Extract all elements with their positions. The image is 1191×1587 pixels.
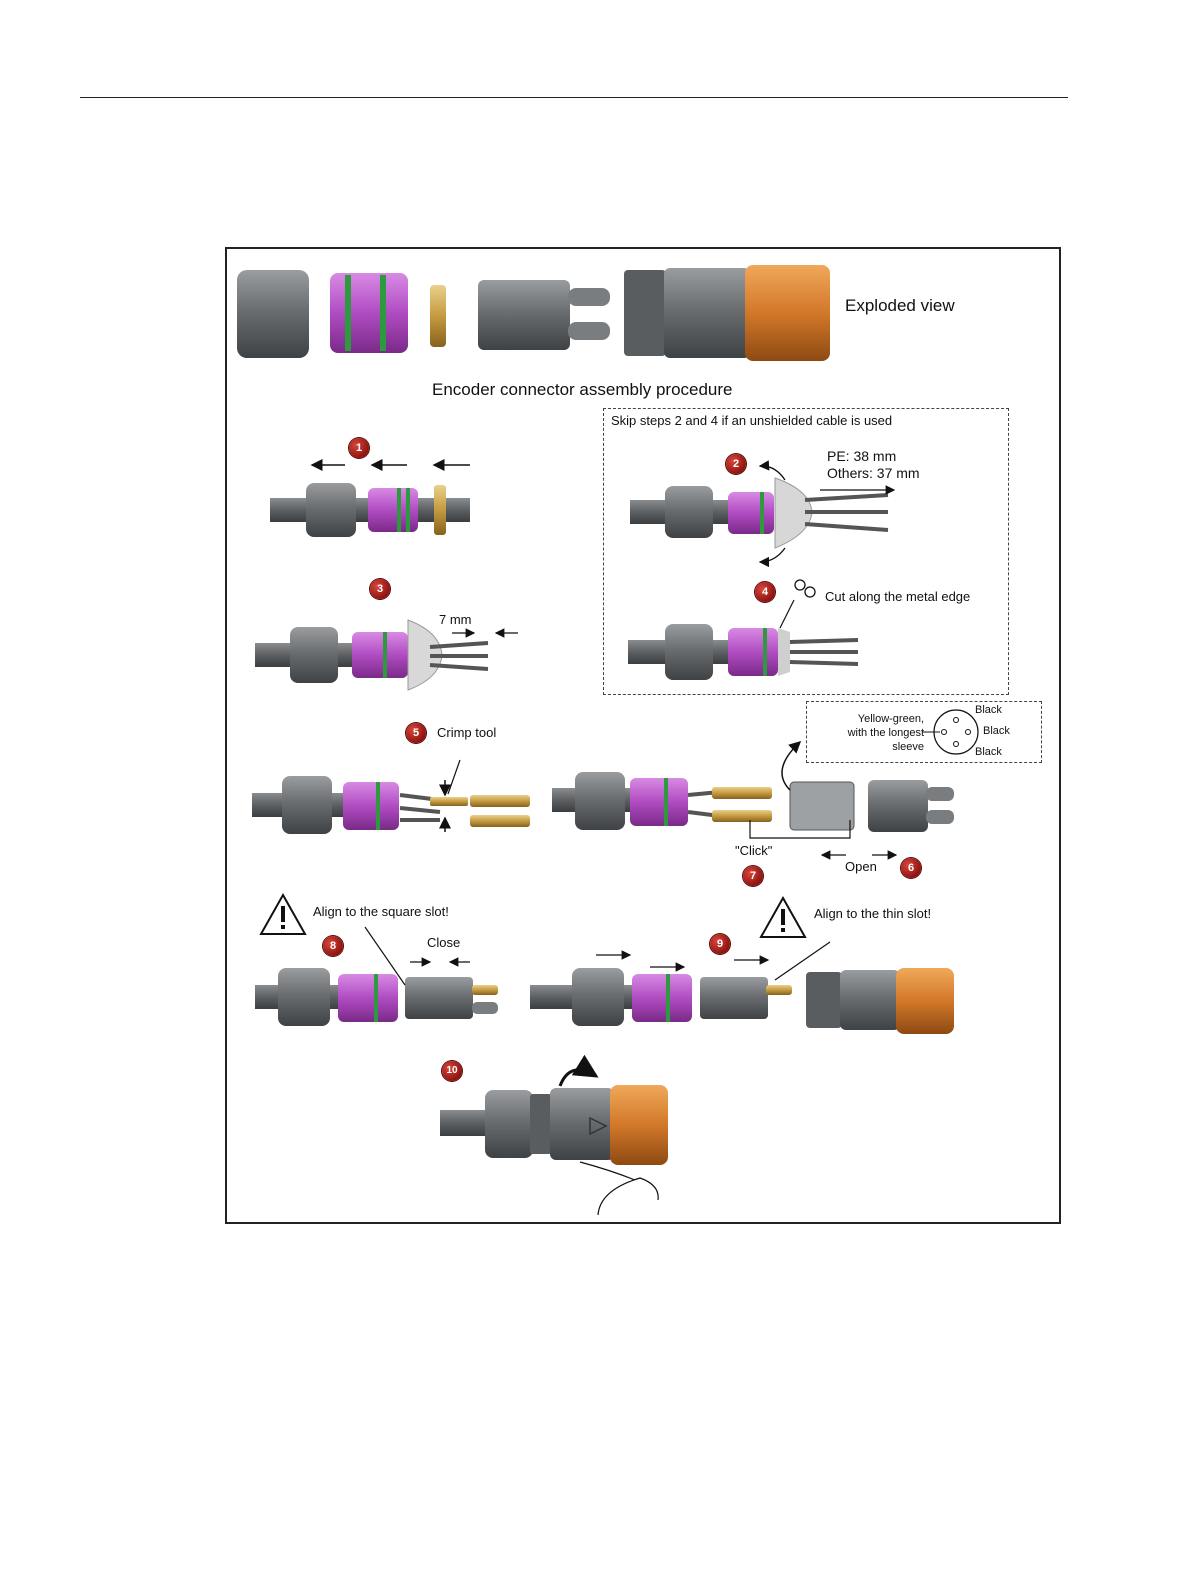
step8-drawing	[255, 926, 498, 1026]
pin-b-label: Black	[983, 725, 1010, 737]
step-badge-5: 5	[406, 723, 426, 743]
skip-note: Skip steps 2 and 4 if an unshielded cabl…	[611, 413, 893, 428]
step-badge-2: 2	[726, 454, 746, 474]
pin-ground-line-2: with the longest	[847, 727, 924, 739]
step4-drawing	[628, 579, 859, 680]
step1-drawing	[270, 459, 470, 537]
pin-c-label: Black	[975, 746, 1002, 758]
step-badge-9: 9	[710, 934, 730, 954]
align-square-label: Align to the square slot!	[313, 904, 449, 919]
pe-length: PE: 38 mm	[827, 448, 897, 464]
step-badge-3: 3	[370, 579, 390, 599]
warning-icon	[759, 895, 807, 938]
strip-length: 7 mm	[439, 612, 472, 627]
step-badge-6: 6	[901, 858, 921, 878]
figure-frame	[225, 247, 1061, 1224]
step6-7-drawing	[552, 740, 954, 860]
pin-legend-box	[806, 701, 1042, 763]
unshielded-note-box	[603, 408, 1009, 695]
warning-icon	[259, 892, 307, 935]
step-badge-10: 10	[442, 1061, 462, 1081]
pin-ground-label: Yellow-green, with the longest sleeve	[830, 712, 924, 754]
close-label: Close	[427, 935, 461, 950]
others-length: Others: 37 mm	[827, 465, 920, 481]
step10-drawing	[440, 1054, 668, 1216]
step2-drawing	[630, 460, 896, 568]
open-label: Open	[845, 859, 877, 874]
pin-ground-line-3: sleeve	[892, 741, 924, 753]
align-thin-label: Align to the thin slot!	[814, 906, 932, 921]
exploded-view-parts	[237, 265, 830, 361]
cut-note: Cut along the metal edge	[825, 589, 971, 604]
step-badge-4: 4	[755, 582, 775, 602]
step-badge-8: 8	[323, 936, 343, 956]
crimp-tool-label: Crimp tool	[437, 725, 497, 740]
step-badge-1: 1	[349, 438, 369, 458]
procedure-title: Encoder connector assembly procedure	[432, 380, 733, 399]
pin-diagram	[922, 709, 979, 755]
step-badge-7: 7	[743, 866, 763, 886]
step3-drawing	[255, 619, 518, 691]
pin-ground-line-1: Yellow-green,	[857, 713, 924, 725]
step5-drawing	[252, 759, 530, 834]
pin-a-label: Black	[975, 704, 1002, 716]
exploded-view-label: Exploded view	[845, 296, 955, 315]
step9-drawing	[530, 941, 954, 1034]
header-rule	[80, 97, 1068, 98]
click-label: "Click"	[735, 843, 773, 858]
